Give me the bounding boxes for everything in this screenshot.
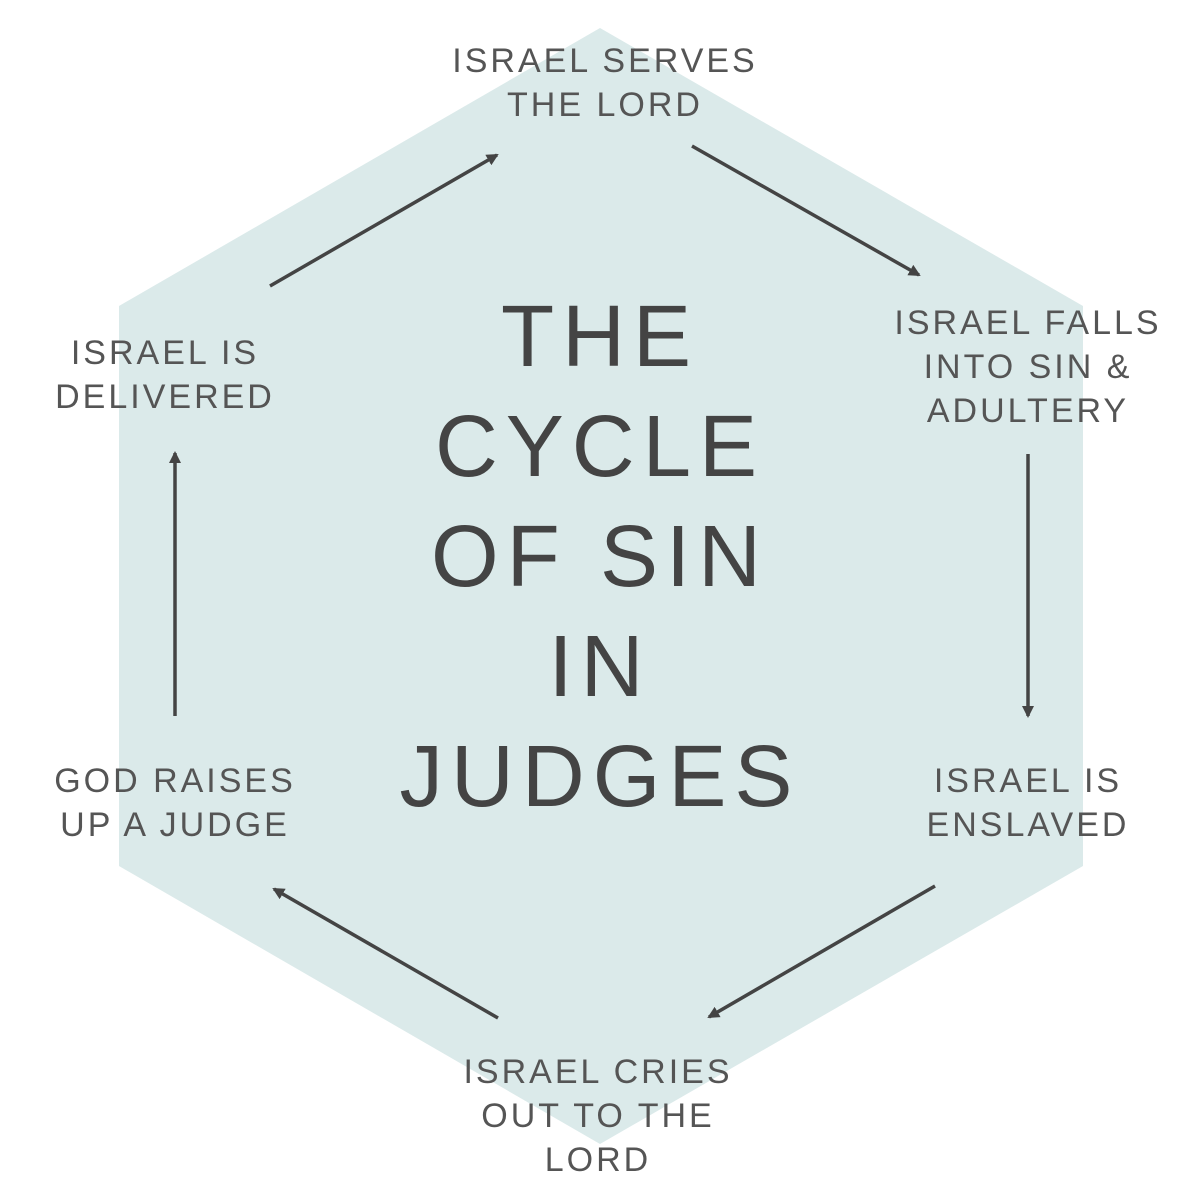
step-label-line: ISRAEL CRIES	[463, 1053, 733, 1091]
step-label-line: INTO SIN &	[923, 348, 1133, 386]
arrow-cries-to-judge	[272, 887, 499, 1020]
arrow-serves-to-falls	[691, 144, 921, 277]
title-line: JUDGES	[399, 728, 801, 825]
title-line: OF SIN	[430, 508, 769, 605]
step-label-line: GOD RAISES	[54, 762, 296, 800]
step-israel-cries-out: ISRAEL CRIES OUT TO THE LORD	[403, 1050, 793, 1182]
step-label-line: OUT TO THE	[481, 1097, 715, 1135]
diagram-title: THE CYCLE OF SIN IN JUDGES	[350, 282, 850, 832]
step-label-line: DELIVERED	[55, 378, 275, 416]
title-line: CYCLE	[434, 398, 766, 495]
step-label-line: LORD	[544, 1141, 652, 1179]
step-label-line: ENSLAVED	[926, 806, 1130, 844]
title-line: IN	[548, 618, 652, 715]
step-israel-is-delivered: ISRAEL IS DELIVERED	[20, 331, 310, 419]
step-label-line: UP A JUDGE	[60, 806, 290, 844]
step-israel-falls-into-sin: ISRAEL FALLS INTO SIN & ADULTERY	[858, 301, 1198, 433]
step-label-line: THE LORD	[507, 86, 703, 124]
step-label-line: ISRAEL SERVES	[452, 42, 758, 80]
title-line: THE	[501, 288, 699, 385]
step-label-line: ISRAEL IS	[70, 334, 260, 372]
step-israel-is-enslaved: ISRAEL IS ENSLAVED	[878, 759, 1178, 847]
hexagon-background	[119, 28, 1083, 1144]
arrow-enslaved-to-cries	[707, 884, 936, 1019]
step-israel-serves-the-lord: ISRAEL SERVES THE LORD	[405, 39, 805, 127]
step-label-line: ISRAEL FALLS	[894, 304, 1162, 342]
step-label-line: ISRAEL IS	[933, 762, 1123, 800]
step-label-line: ADULTERY	[926, 392, 1130, 430]
step-god-raises-judge: GOD RAISES UP A JUDGE	[20, 759, 330, 847]
arrow-delivered-to-serves	[269, 153, 499, 288]
